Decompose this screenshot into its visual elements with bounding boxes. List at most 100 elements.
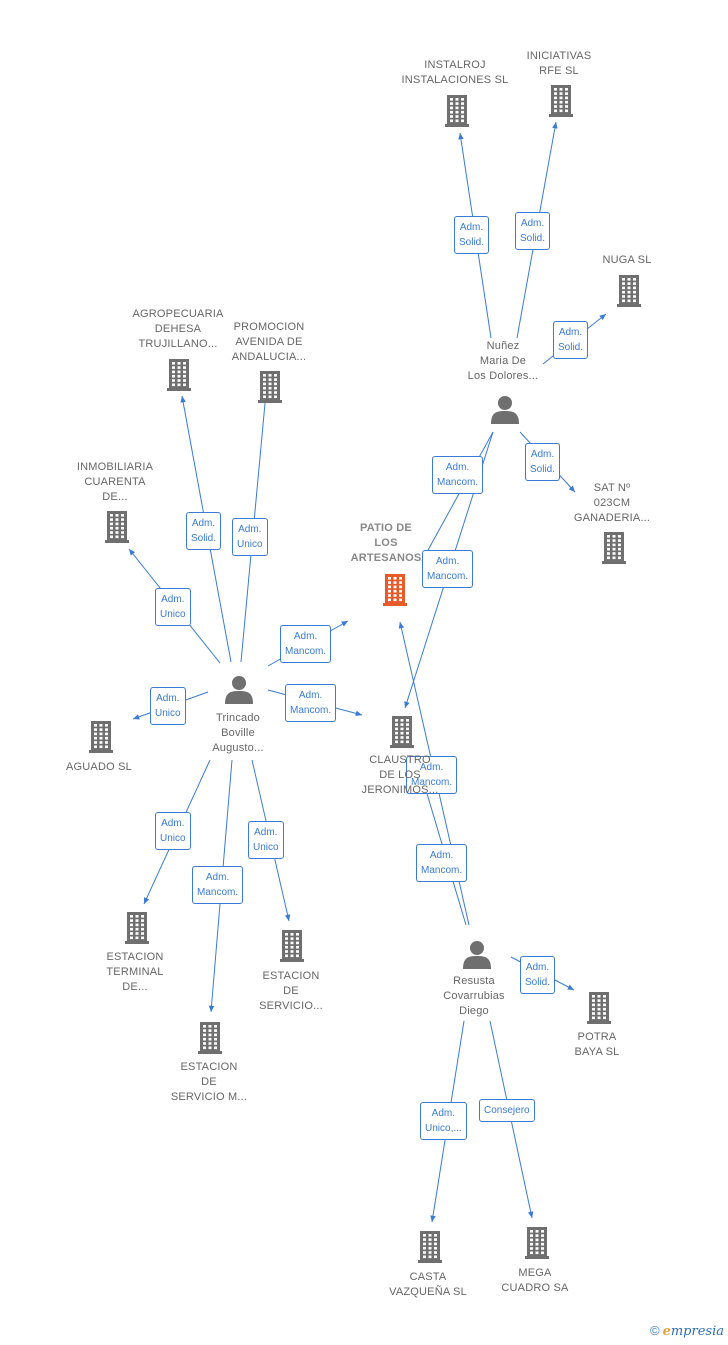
edge-label-nunez-nuga[interactable]: Adm.Solid. xyxy=(553,321,589,359)
building-icon-claustro[interactable] xyxy=(390,716,414,748)
building-icon-promocion[interactable] xyxy=(258,371,282,403)
node-label-aguado[interactable]: AGUADO SL xyxy=(66,760,132,775)
building-icon-potra[interactable] xyxy=(587,992,611,1024)
edge-label-resusta-potra[interactable]: Adm.Solid. xyxy=(520,956,556,994)
edge-label-trincado-inmobiliaria[interactable]: Adm.Unico xyxy=(155,588,191,626)
node-label-line: DE... xyxy=(102,491,128,503)
edge-label-trincado-estacion-servicio-m[interactable]: Adm.Mancom. xyxy=(192,866,244,904)
node-label-line: ESTACION xyxy=(180,1061,238,1073)
edge-label-trincado-aguado[interactable]: Adm.Unico xyxy=(150,687,186,725)
edge-label-line: Adm. xyxy=(254,827,278,838)
edge-label-nunez-iniciativas[interactable]: Adm. Solid. xyxy=(515,212,551,250)
edge-label-line: Unico xyxy=(237,539,263,550)
node-label-line: ESTACION xyxy=(106,951,164,963)
edge-label-resusta-casta[interactable]: Adm.Unico,... xyxy=(420,1102,467,1140)
edge-label-line: Solid. xyxy=(530,464,556,475)
node-label-line: DE xyxy=(201,1076,217,1088)
edge-label-trincado-patio[interactable]: Adm.Mancom. xyxy=(280,625,332,663)
edge-label-line: Unico xyxy=(160,833,186,844)
edge-label-trincado-agropecuaria[interactable]: Adm.Solid. xyxy=(186,512,222,550)
node-label-line: SAT Nº xyxy=(593,482,631,494)
building-icon-estacion-terminal[interactable] xyxy=(125,912,149,944)
edge-label-line: Adm. xyxy=(435,556,460,567)
node-label-line: Diego xyxy=(459,1005,489,1017)
building-icon-mega[interactable] xyxy=(525,1227,549,1259)
brand-e: e xyxy=(662,1324,671,1339)
building-icon-sat[interactable] xyxy=(602,532,626,564)
node-label-line: PROMOCION xyxy=(233,321,305,333)
edge-label-line: Adm. xyxy=(520,218,545,229)
building-icon-inmobiliaria[interactable] xyxy=(105,511,129,543)
edge-label-resusta-mega[interactable]: Consejero xyxy=(479,1099,535,1122)
node-label-line: PATIO DE xyxy=(360,522,412,534)
edge-label-line: Unico xyxy=(253,842,279,853)
node-label-line: ANDALUCIA... xyxy=(231,351,307,363)
edge-label-nunez-patio[interactable]: Adm.Mancom. xyxy=(432,456,484,494)
node-label-line: Los Dolores... xyxy=(467,370,539,382)
node-label-line: Augusto... xyxy=(212,742,264,754)
edge-label-resusta-claustro[interactable]: Adm.Mancom. xyxy=(416,844,468,882)
node-label-line: POTRA xyxy=(577,1031,617,1043)
edge-label-line: Adm. xyxy=(431,1108,456,1119)
edge-label-nunez-sat[interactable]: Adm. Solid. xyxy=(525,443,561,481)
edge-label-line: Mancom. xyxy=(285,646,327,657)
edge-label-line: Adm. xyxy=(419,762,444,773)
node-label-line: INICIATIVAS xyxy=(526,50,592,62)
edge-label-line: Consejero xyxy=(484,1105,530,1116)
node-label-nuga[interactable]: NUGA SL xyxy=(602,253,651,268)
edge-label-line: Adm. xyxy=(161,818,185,829)
person-icon-trincado[interactable] xyxy=(225,676,253,704)
edge-label-nunez-instaloj[interactable]: Adm.Solid. xyxy=(454,216,490,254)
edge-label-trincado-claustro[interactable]: Adm.Mancom. xyxy=(285,684,337,722)
edge-label-line: Solid. xyxy=(459,237,485,248)
node-label-line: GANADERIA... xyxy=(573,512,651,524)
edges-layer xyxy=(128,121,607,1223)
building-icon-casta[interactable] xyxy=(418,1231,442,1263)
building-icon-patio[interactable] xyxy=(383,574,407,606)
building-icon-iniciativas[interactable] xyxy=(549,85,573,117)
person-icon-nunez[interactable] xyxy=(491,396,519,424)
building-icon-estacion-servicio-m[interactable] xyxy=(198,1022,222,1054)
node-label-line: AGUADO SL xyxy=(66,761,132,773)
building-icon-nuga[interactable] xyxy=(617,275,641,307)
building-icon-agropecuaria[interactable] xyxy=(167,359,191,391)
edge-label-line: Adm. xyxy=(429,850,454,861)
node-label-line: INMOBILIARIA xyxy=(76,461,154,473)
node-label-line: JERONIMOS... xyxy=(361,784,439,796)
node-label-line: Trincado xyxy=(215,712,260,724)
node-label-line: CUADRO SA xyxy=(501,1282,569,1294)
edge-label-trincado-estacion-servicio[interactable]: Adm. Unico xyxy=(248,821,284,859)
edge-label-nunez-claustro[interactable]: Adm.Mancom. xyxy=(422,550,474,588)
node-label-line: SERVICIO... xyxy=(259,1000,323,1012)
node-label-line: AGROPECUARIA xyxy=(132,308,224,320)
edge-label-line: Solid. xyxy=(520,233,546,244)
edge-label-trincado-promocion[interactable]: Adm.Unico xyxy=(232,518,268,556)
person-icon-resusta[interactable] xyxy=(463,941,491,969)
node-label-line: ESTACION xyxy=(262,970,320,982)
edge-label-trincado-estacion-terminal[interactable]: Adm. Unico xyxy=(155,812,191,850)
edge-label-line: Adm. xyxy=(298,690,323,701)
edge-label-line: Adm. xyxy=(530,449,555,460)
edge-label-resusta-patio[interactable]: Adm.Mancom. xyxy=(406,756,458,794)
building-icon-estacion-servicio[interactable] xyxy=(280,930,304,962)
edge-label-line: Adm. xyxy=(161,594,185,605)
building-icon-aguado[interactable] xyxy=(89,721,113,753)
building-icon-instaloj[interactable] xyxy=(445,95,469,127)
